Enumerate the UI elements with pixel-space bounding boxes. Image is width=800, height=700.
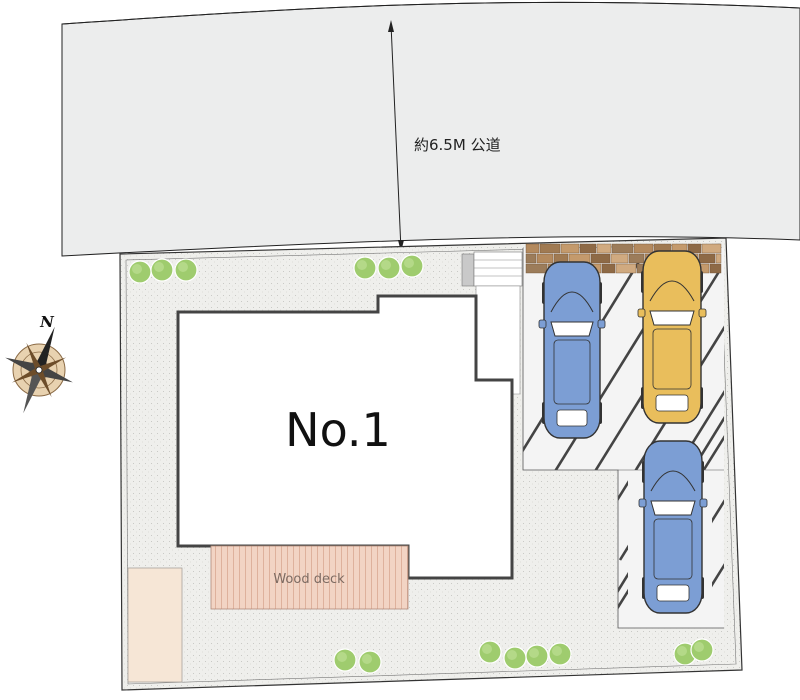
tree xyxy=(525,644,549,668)
tree xyxy=(548,642,572,666)
tree xyxy=(478,640,502,664)
tree xyxy=(128,260,152,284)
tree xyxy=(503,646,527,670)
trees xyxy=(128,254,714,674)
tree xyxy=(150,258,174,282)
tree xyxy=(358,650,382,674)
car-blue-2 xyxy=(638,440,708,614)
road-label: 約6.5M 公道 xyxy=(414,136,501,154)
building-label: No.1 xyxy=(285,403,391,457)
north-label: N xyxy=(39,313,55,331)
tree xyxy=(377,256,401,280)
tree xyxy=(333,648,357,672)
storage-area xyxy=(127,567,183,683)
wood-deck xyxy=(210,545,409,610)
tree xyxy=(400,254,424,278)
tree xyxy=(174,258,198,282)
approach-path xyxy=(475,285,521,395)
entrance-steps xyxy=(461,251,523,287)
compass-icon xyxy=(5,326,73,414)
car-yellow xyxy=(637,250,707,424)
tree xyxy=(353,256,377,280)
tree xyxy=(690,638,714,662)
car-blue-1 xyxy=(538,261,606,439)
road xyxy=(61,1,800,257)
deck-label: Wood deck xyxy=(273,572,345,587)
